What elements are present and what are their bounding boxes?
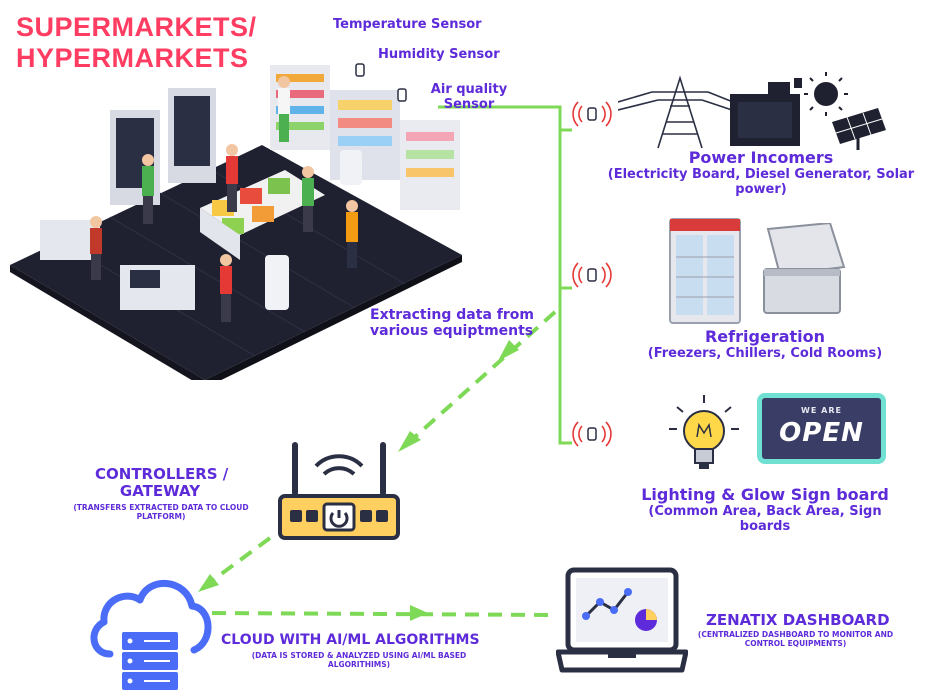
humidity-sensor-label: Humidity Sensor	[378, 47, 500, 62]
solar-panel-icon	[832, 108, 886, 150]
dashboard-arrowhead	[410, 605, 428, 621]
transmission-tower-icon	[618, 75, 739, 149]
wifi-sensor-icon	[572, 101, 612, 127]
gateway-to-cloud-arrow	[203, 536, 272, 588]
cloud-label: CLOUD WITH AI/ML ALGORITHMS	[221, 632, 480, 648]
dashboard-description: (Centralized dashboard to monitor and co…	[697, 630, 894, 648]
temperature-sensor-label: Temperature Sensor	[333, 17, 482, 32]
refrigeration-label: Refrigeration (Freezers, Chillers, Cold …	[647, 327, 883, 361]
extracting-data-label: Extracting data from various equiptments	[370, 307, 534, 339]
refrigerator-icon	[669, 218, 741, 324]
air-quality-sensor-label: Air quality Sensor	[430, 82, 508, 112]
laptop-icon	[556, 567, 688, 673]
page-title: SUPERMARKETS/ HYPERMARKETS	[16, 12, 257, 74]
store-illustration	[10, 63, 462, 380]
open-sign-small-text: WE ARE	[801, 406, 842, 415]
title-line-1: SUPERMARKETS/	[16, 12, 257, 42]
power-incomers-label: Power Incomers (Electricity Board, Diese…	[607, 148, 915, 197]
cloud-to-dashboard-arrow	[211, 611, 557, 617]
store-to-gateway-arrow	[405, 310, 557, 446]
refrigeration-arrowhead	[498, 340, 519, 361]
sun-icon	[804, 72, 848, 116]
cloud-arrowhead	[198, 574, 219, 592]
diesel-generator-icon	[730, 78, 802, 146]
gateway-label: CONTROLLERS / GATEWAY	[95, 465, 229, 500]
cloud-description: (Data is stored & analyzed using AI/ML b…	[251, 651, 467, 669]
light-bulb-icon	[669, 395, 739, 469]
gateway-description: (Transfers extracted data to cloud platf…	[73, 503, 249, 521]
sensor-bus-line	[438, 105, 572, 445]
title-line-2: HYPERMARKETS	[16, 43, 249, 73]
lighting-label: Lighting & Glow Sign board (Common Area,…	[641, 485, 889, 534]
cloud-server-icon	[90, 580, 212, 690]
chest-freezer-icon	[763, 223, 846, 314]
open-sign-icon: WE ARE OPEN	[757, 393, 886, 464]
power-sources-icons	[618, 72, 886, 150]
dashboard-label: ZENATIX DASHBOARD	[706, 611, 890, 629]
router-icon	[278, 442, 400, 540]
open-sign-big-text: OPEN	[779, 418, 864, 448]
wifi-sensor-icon	[572, 421, 612, 447]
wifi-sensor-icon	[572, 262, 612, 288]
gateway-arrowhead	[398, 431, 421, 452]
